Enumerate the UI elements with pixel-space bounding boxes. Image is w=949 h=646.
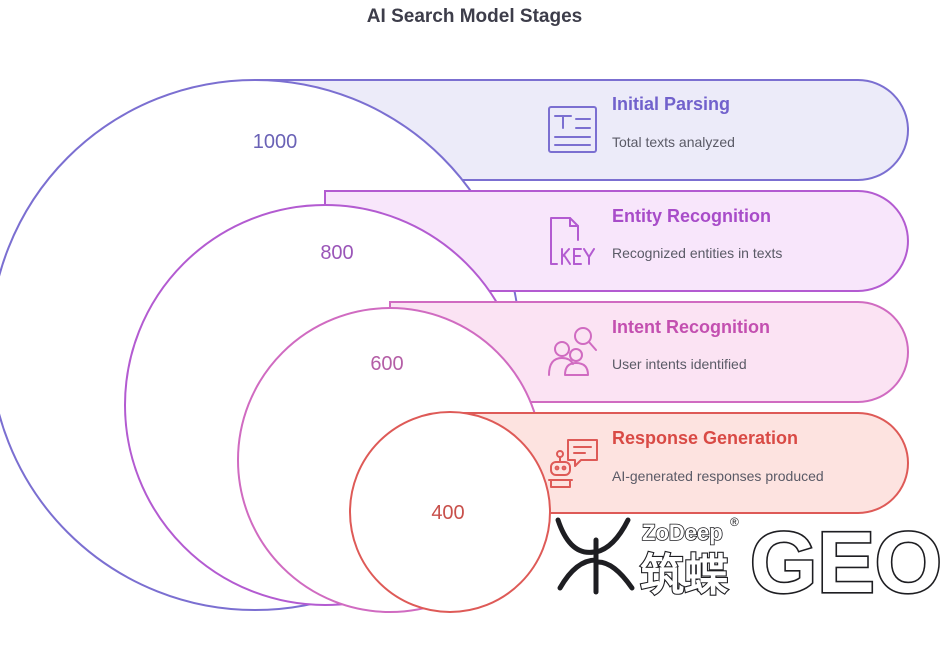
stage-desc-initial-parsing: Total texts analyzed [612, 134, 735, 150]
value-response-generation: 400 [431, 502, 464, 524]
stage-desc-intent-recognition: User intents identified [612, 356, 747, 372]
stage-title-intent-recognition: Intent Recognition [612, 317, 770, 337]
watermark-chinese: 筑蝶 [640, 551, 729, 600]
text-document-icon [548, 106, 597, 153]
zodeep-watermark-logo: ZoDeep ® 筑蝶 GEO [555, 513, 944, 613]
value-intent-recognition: 600 [370, 353, 403, 375]
butterfly-logo-icon [555, 517, 635, 595]
watermark-brand: ZoDeep [642, 520, 723, 545]
value-entity-recognition: 800 [320, 242, 353, 264]
stage-desc-entity-recognition: Recognized entities in texts [612, 245, 782, 261]
band-entity-recognition [324, 190, 909, 292]
band-intent-recognition [389, 301, 909, 403]
key-document-icon [550, 217, 595, 265]
users-search-icon [548, 327, 597, 376]
watermark-registered: ® [730, 515, 739, 529]
stage-desc-response-generation: AI-generated responses produced [612, 468, 824, 484]
value-initial-parsing: 1000 [253, 131, 298, 153]
circle-response-generation [349, 411, 551, 613]
watermark-geo: GEO [750, 515, 942, 611]
diagram-title: AI Search Model Stages [366, 6, 583, 27]
chatbot-icon [548, 439, 598, 488]
stage-title-entity-recognition: Entity Recognition [612, 206, 771, 226]
stage-title-initial-parsing: Initial Parsing [612, 94, 730, 114]
stage-title-response-generation: Response Generation [612, 428, 798, 448]
